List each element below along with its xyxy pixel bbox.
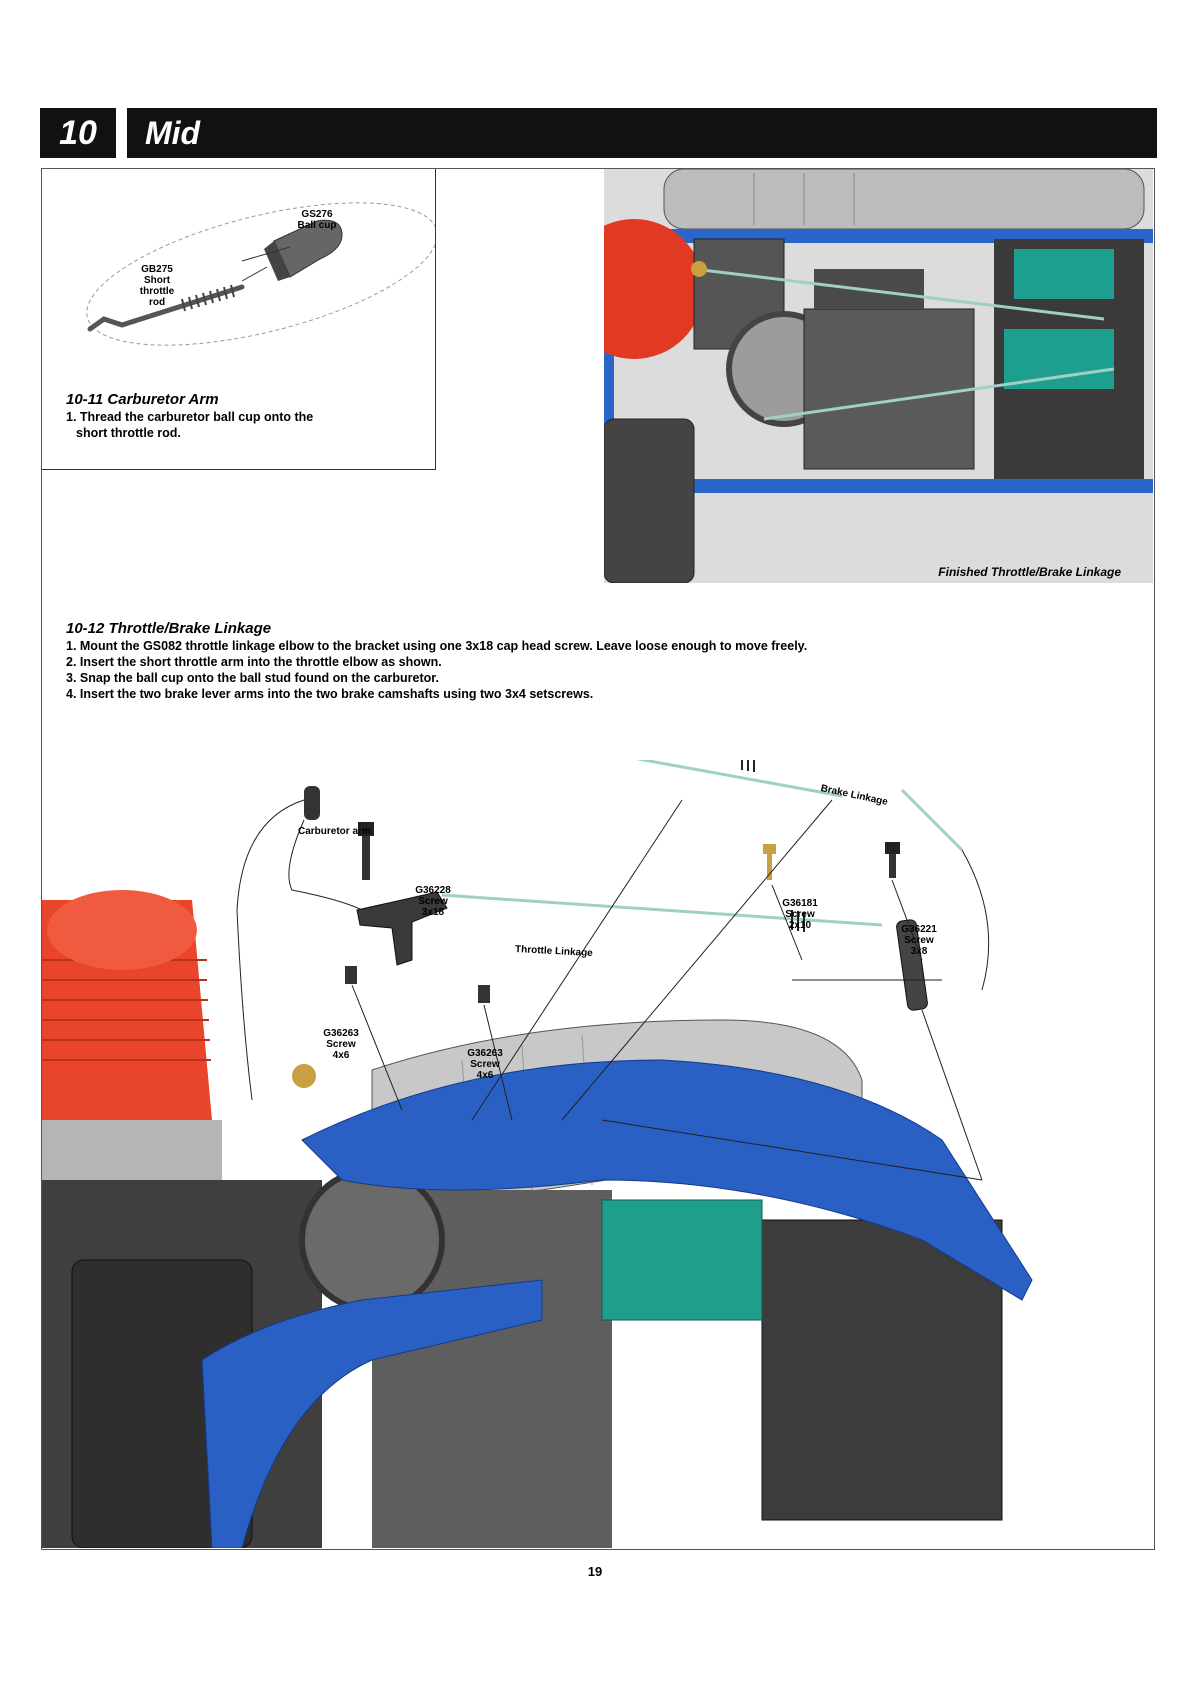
throttle-rod-part-label: GB275 Short throttle rod [139,264,175,308]
carburetor-arm-panel: GS276 Ball cup GB275 Short throttle rod … [41,168,436,470]
step-number-badge: 10 [40,108,116,158]
chassis-body [42,1167,1003,1548]
step-10-12-title: 10-12 Throttle/Brake Linkage [66,620,272,637]
step-10-11-line-1: 1. Thread the carburetor ball cup onto t… [66,410,314,424]
engine-head [42,890,222,1180]
step-10-11-title: 10-11 Carburetor Arm [66,391,219,408]
ball-cup-part-label: GS276 Ball cup [297,209,337,231]
throttle-brake-exploded-diagram [42,760,1033,1548]
linkage-springs [741,760,805,932]
step-10-12-line-1: 1. Mount the GS082 throttle linkage elbo… [66,639,808,653]
finished-linkage-photo: Finished Throttle/Brake Linkage [604,169,1153,583]
step-10-12-line-2: 2. Insert the short throttle arm into th… [66,655,442,669]
page-number: 19 [587,1564,603,1579]
screw-icons [345,822,900,1003]
throttle-linkage-rod [441,893,883,927]
carburetor-ball-stud [292,1064,316,1088]
blue-chassis-plate [201,1059,1033,1548]
photo-caption: Finished Throttle/Brake Linkage [938,565,1121,579]
carburetor-arm-cup [304,786,320,820]
step-10-12-line-3: 3. Snap the ball cup onto the ball stud … [66,671,439,685]
step-10-12-line-4: 4. Insert the two brake lever arms into … [66,687,594,701]
leader-lines [236,799,990,1181]
brake-lever-arm [896,919,928,1011]
finished-linkage-render [604,169,1153,583]
section-title: Mid [127,108,1157,158]
step-10-11-line-2: short throttle rod. [76,426,181,440]
main-panel-frame [41,168,1155,1550]
carburetor-arm-illustration [86,202,435,346]
brake-linkage-rod [635,760,843,798]
throttle-elbow [356,891,448,966]
carburetor-arm-label: Carburetor arm [298,826,371,837]
